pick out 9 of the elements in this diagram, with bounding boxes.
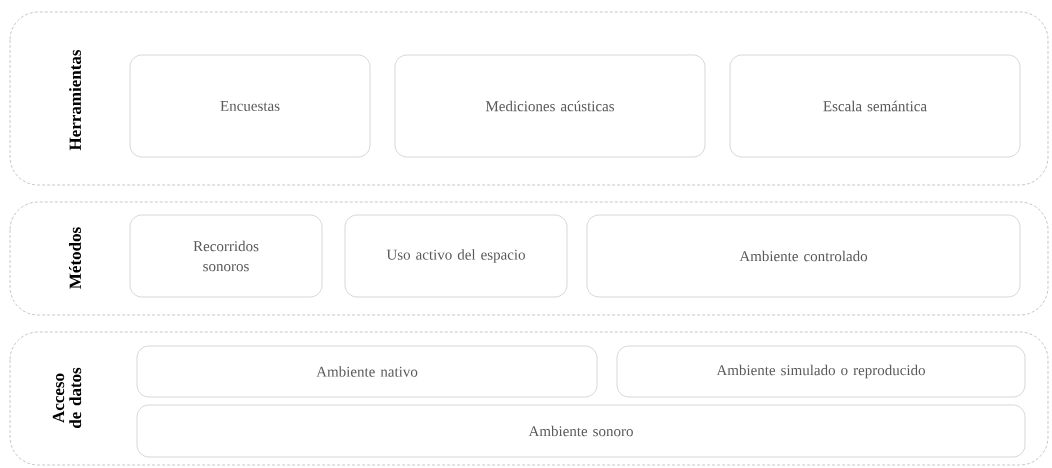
rounded-box: Mediciones acústicas bbox=[394, 54, 706, 158]
rounded-box: Ambiente sonoro bbox=[136, 404, 1026, 458]
rounded-box: Encuestas bbox=[129, 54, 371, 158]
rounded-box: Ambiente nativo bbox=[136, 345, 598, 398]
rounded-box: Escala semántica bbox=[729, 54, 1021, 158]
rounded-box: Recorridos sonoros bbox=[129, 214, 323, 298]
rounded-box: Ambiente simulado o reproducido bbox=[616, 345, 1026, 398]
rounded-box: Ambiente controlado bbox=[586, 214, 1021, 298]
rounded-box: Uso activo del espacio bbox=[344, 214, 568, 298]
